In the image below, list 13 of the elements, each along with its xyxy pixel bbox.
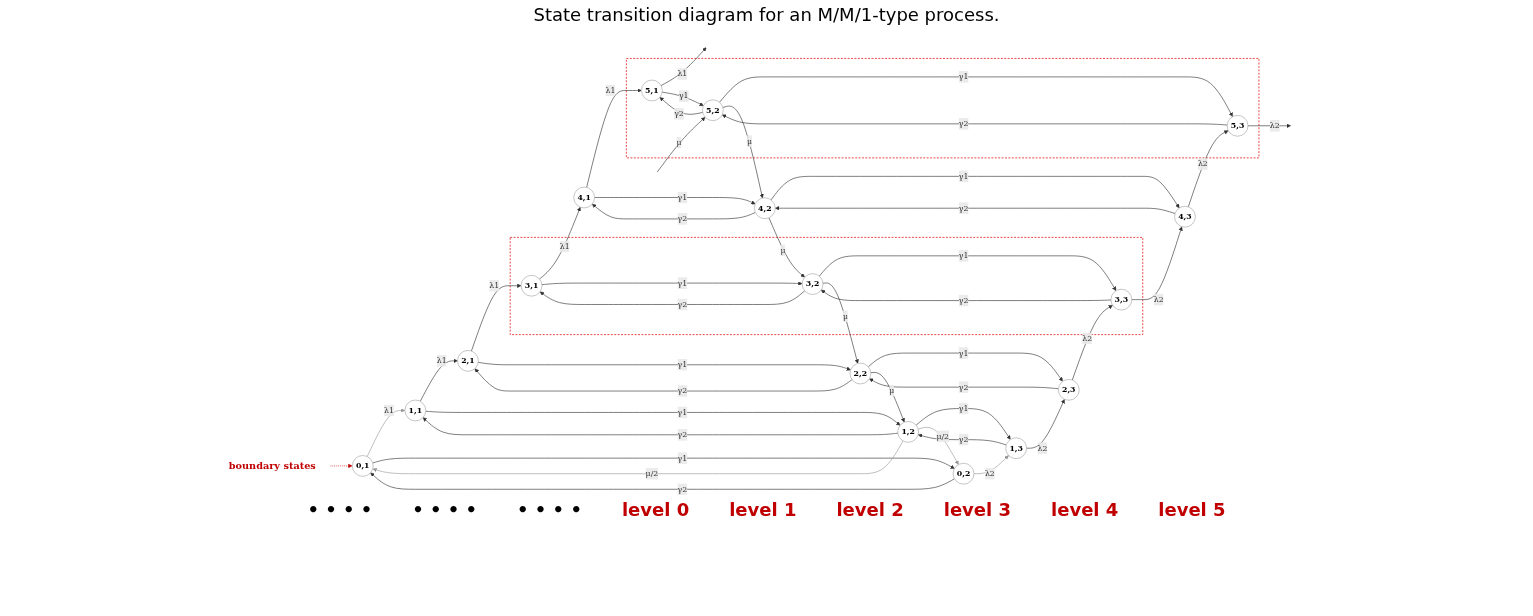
diagram-title: State transition diagram for an M/M/1-type process. [532,4,1001,25]
callout-text: boundary states [228,460,316,472]
level-label: level 4 [1051,499,1119,520]
level-label: level 0 [621,499,690,520]
ellipsis-dots: • • • • [412,499,478,520]
level-label: level 5 [1158,499,1226,520]
level-label: level 2 [836,499,904,520]
ellipsis-dots: • • • • [307,499,373,520]
dashed-frame [509,237,1143,335]
dashed-frame [625,58,1259,159]
level-label: level 1 [729,499,797,520]
level-label: level 3 [943,499,1011,520]
ellipsis-dots: • • • • [517,499,582,520]
